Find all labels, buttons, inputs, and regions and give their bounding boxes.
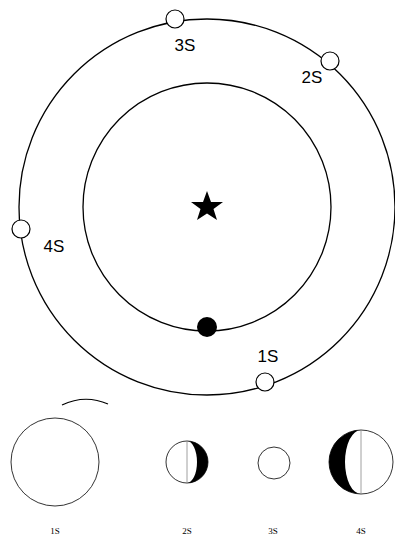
phase-divider <box>361 430 362 494</box>
orbit-label: 1S <box>258 348 279 365</box>
phase-full <box>11 418 99 506</box>
orbit-label: 2S <box>302 69 323 86</box>
phase-crescent <box>187 441 208 483</box>
phase-label: 4S <box>356 527 366 536</box>
phase-outline <box>166 441 208 483</box>
satellite-position <box>12 220 30 238</box>
inner-orbit <box>83 83 331 331</box>
phase-crescent <box>329 430 361 494</box>
satellite-position <box>256 373 274 391</box>
phase-divider <box>187 441 188 483</box>
phase-full <box>258 447 290 479</box>
satellite-position <box>321 52 339 70</box>
partial-arc <box>62 399 108 405</box>
phase-label: 1S <box>50 527 60 536</box>
phase-outline <box>329 430 393 494</box>
satellite-position <box>166 10 184 28</box>
outer-orbit <box>19 19 395 395</box>
phase-label: 2S <box>182 527 192 536</box>
planet-dot <box>197 317 217 337</box>
star <box>191 191 223 220</box>
orbit-label: 4S <box>44 238 65 255</box>
phase-label: 3S <box>268 527 278 536</box>
orbit-label: 3S <box>175 37 196 54</box>
